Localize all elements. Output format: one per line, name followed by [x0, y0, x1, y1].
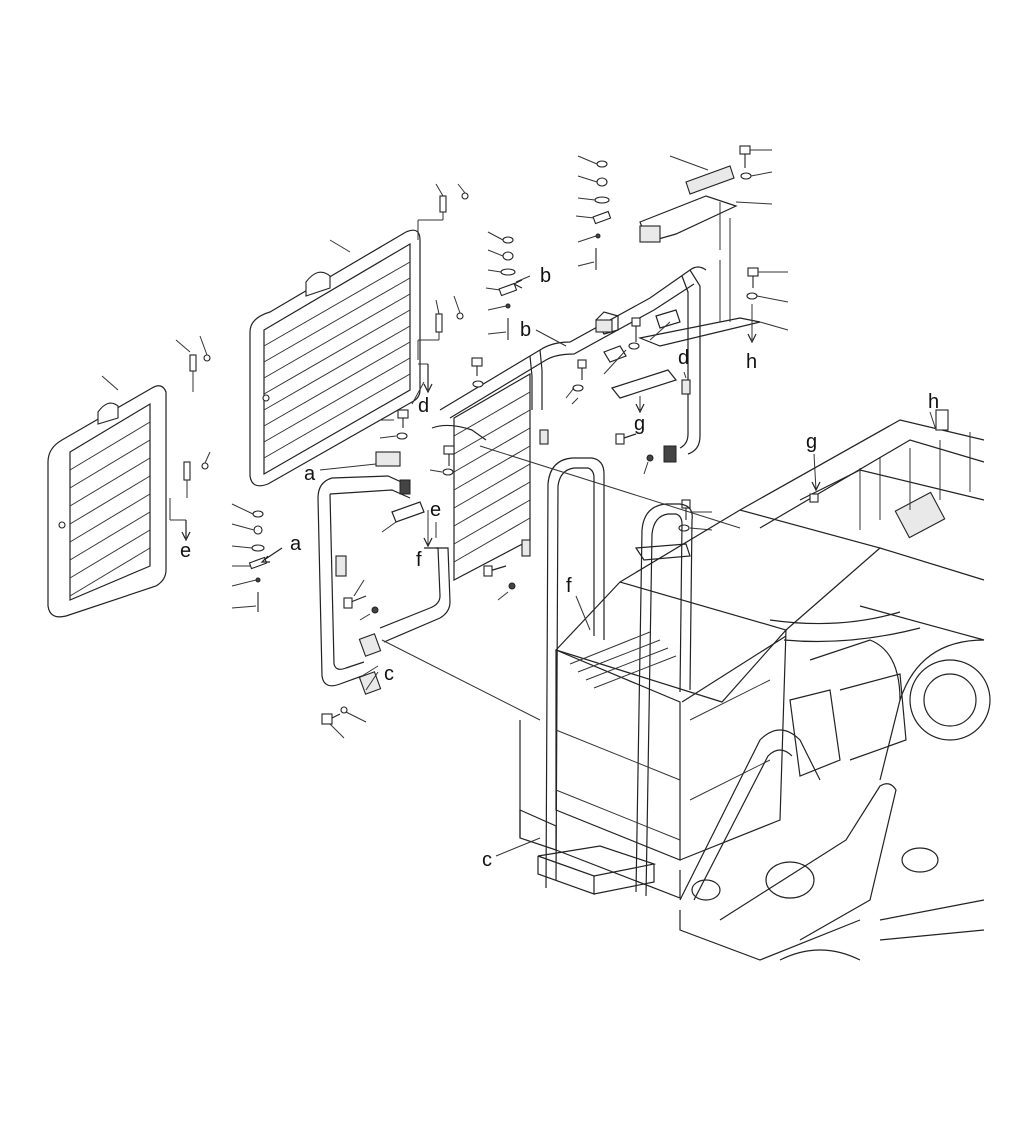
top-right-bolts: [739, 145, 789, 303]
callout-e-middle: e: [430, 499, 441, 521]
middle-grille-panel: [249, 229, 421, 487]
callout-f-middle: f: [416, 549, 422, 571]
callout-g-deck: g: [806, 431, 817, 453]
callout-c-ladder: c: [482, 849, 492, 871]
callout-leaders: [260, 275, 937, 857]
mid-bolts: [321, 357, 713, 739]
callout-a-left: a: [304, 463, 316, 485]
left-handrail-frame: [317, 475, 451, 695]
upper-brackets: [565, 202, 789, 405]
right-grille-panel: [453, 372, 549, 581]
middle-panel-hinge-pins: [417, 183, 469, 394]
hardware-stack-b: [485, 231, 518, 340]
callout-d-right: d: [678, 347, 689, 369]
callout-a-lower: a: [290, 533, 302, 555]
callout-f-ladder: f: [566, 575, 572, 597]
upper-deck: [619, 409, 985, 643]
ladder-assembly: [537, 457, 693, 897]
left-grille-panel: [47, 375, 167, 618]
callout-b-lower: b: [520, 319, 531, 341]
frame-arms: [679, 639, 991, 961]
callout-b-upper: b: [540, 265, 551, 287]
callout-h-upper: h: [746, 351, 757, 373]
callout-g-bracket: g: [634, 413, 645, 435]
callout-c-handrail: c: [384, 663, 394, 685]
callout-e-left: e: [180, 540, 191, 562]
callout-h-deck: h: [928, 391, 939, 413]
left-panel-hinge-pins: [169, 335, 211, 542]
storage-box: [519, 581, 788, 899]
callout-d-middle: d: [418, 395, 429, 417]
top-cover-plate: [639, 155, 773, 243]
hardware-stack-a: [231, 503, 268, 612]
callout-labels: a a b b c c d d e e f f g g h h: [180, 265, 939, 871]
hardware-stack-top: [575, 155, 612, 270]
